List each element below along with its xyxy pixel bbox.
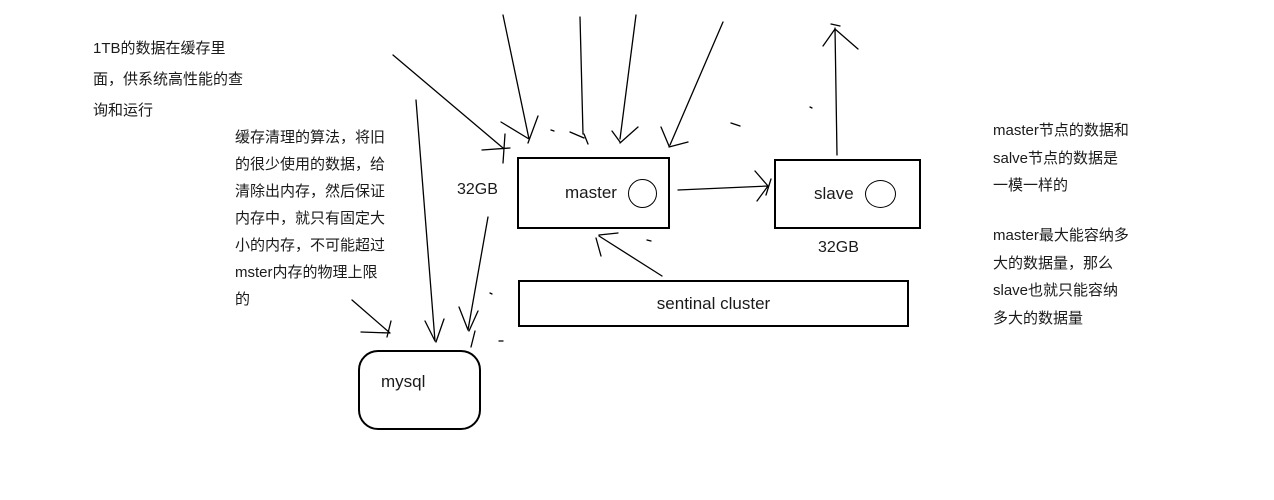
arrow-sentinal-to-master xyxy=(595,232,663,277)
arrow-into-master-3 xyxy=(569,16,589,145)
annotation-line: 面，供系统高性能的查 xyxy=(93,71,244,88)
annotation-line: master最大能容纳多 xyxy=(993,227,1129,244)
arrow-down-to-mysql-2 xyxy=(458,216,489,348)
annotation-line: salve节点的数据是 xyxy=(993,149,1119,167)
arrow-into-master-4 xyxy=(611,14,639,144)
annotation-line: 一模一样的 xyxy=(993,177,1069,194)
annotation-line: 缓存清理的算法，将旧 xyxy=(235,129,386,146)
annotation-line: 1TB的数据在缓存里 xyxy=(93,40,226,57)
arrow-into-master-2 xyxy=(500,14,539,144)
annotation-cache-eviction: 缓存清理的算法，将旧 的很少使用的数据，给 清除出内存，然后保证 内存中，就只有… xyxy=(235,124,385,313)
annotation-line: 清除出内存，然后保证 xyxy=(235,183,386,200)
annotation-line: 内存中，就只有固定大 xyxy=(235,210,386,227)
arrow-into-master-5 xyxy=(660,21,724,148)
annotation-line: 大的数据量，那么 xyxy=(993,254,1114,272)
master-circle-icon xyxy=(628,179,657,208)
annotation-cache-1tb: 1TB的数据在缓存里 面，供系统高性能的查 询和运行 xyxy=(93,33,243,126)
annotation-master-slave-same: master节点的数据和 salve节点的数据是 一模一样的 xyxy=(993,117,1129,200)
arrow-down-to-mysql-1 xyxy=(415,99,445,343)
arrow-master-to-slave xyxy=(677,170,772,202)
annotation-line: mster内存的物理上限 xyxy=(235,264,378,281)
node-slave-label: slave xyxy=(814,184,854,203)
arrow-up-from-slave xyxy=(822,23,859,156)
annotation-line: 多大的数据量 xyxy=(993,309,1084,327)
node-master-label: master xyxy=(565,183,617,202)
node-mysql-label: mysql xyxy=(381,372,426,391)
node-sentinal-cluster-label: sentinal cluster xyxy=(656,293,771,313)
node-master: master xyxy=(517,157,670,229)
annotation-line: 的 xyxy=(235,291,251,308)
annotation-line: slave也就只能容纳 xyxy=(993,282,1119,299)
annotation-line: 的很少使用的数据，给 xyxy=(235,156,386,173)
slave-circle-icon xyxy=(865,180,896,208)
arrow-into-master-1 xyxy=(392,54,511,164)
label-master-memory: 32GB xyxy=(457,181,498,198)
node-slave: slave xyxy=(774,159,921,229)
node-sentinal-cluster: sentinal cluster xyxy=(518,280,909,327)
node-mysql: mysql xyxy=(358,350,481,430)
label-slave-memory: 32GB xyxy=(818,239,859,256)
annotation-capacity-limit: master最大能容纳多 大的数据量，那么 slave也就只能容纳 多大的数据量 xyxy=(993,222,1129,332)
annotation-line: master节点的数据和 xyxy=(993,122,1129,139)
annotation-line: 询和运行 xyxy=(93,102,154,119)
annotation-line: 小的内存，不可能超过 xyxy=(235,237,386,254)
